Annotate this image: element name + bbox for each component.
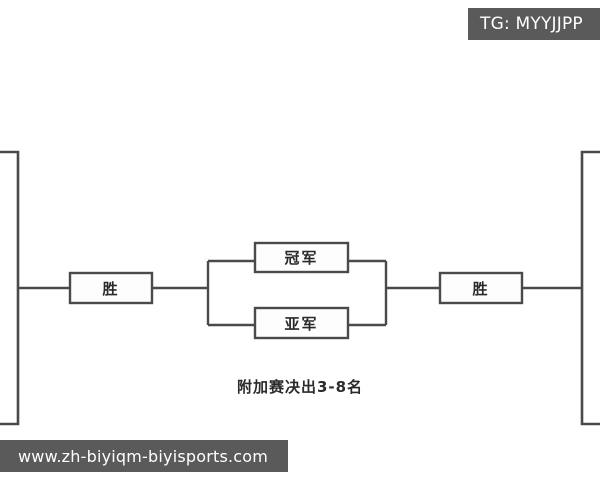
box-champion [253, 241, 350, 274]
diagram-caption: 附加赛决出3-8名 [236, 378, 364, 396]
box-runner-up [253, 306, 350, 340]
box-win-left [68, 271, 154, 305]
right-outer-bracket [580, 150, 600, 426]
website-watermark-badge: www.zh-biyiqm-biyisports.com [0, 440, 288, 472]
left-outer-bracket [0, 150, 20, 426]
telegram-watermark-badge: TG: MYYJJPP [468, 8, 600, 40]
box-win-right [438, 271, 524, 305]
